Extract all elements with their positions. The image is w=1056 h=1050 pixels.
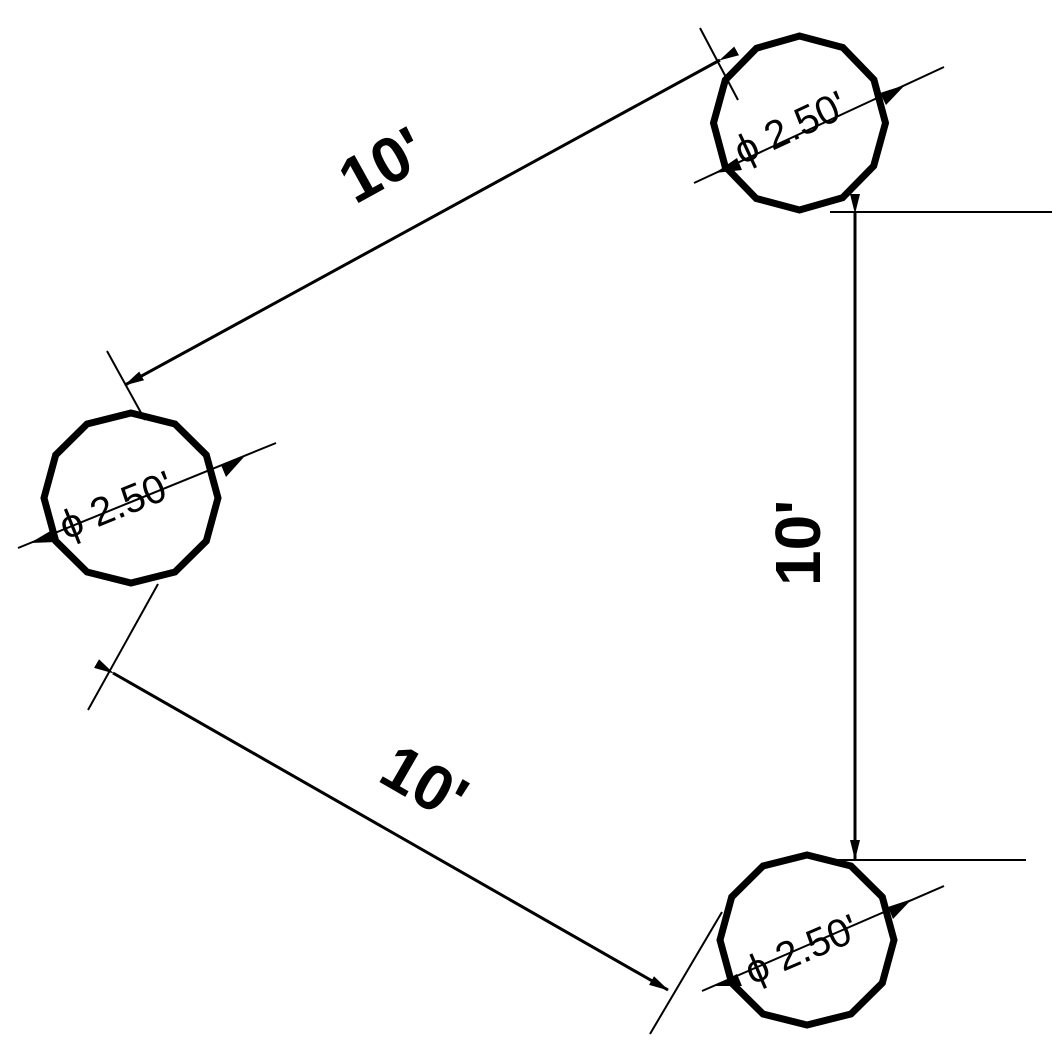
hole-leader-arrow [880,85,905,105]
extension-line [699,27,739,101]
dimension-right: 10' [762,194,1052,861]
dimension-line [94,659,669,992]
hole-leader-arrow [221,457,244,477]
hole-leader-line [17,442,277,549]
dimension-label: 10' [762,500,834,586]
hole-circle [40,409,222,587]
dimension-line [124,46,740,387]
hole-top-right: ϕ 2.50' [693,32,945,214]
dimension-label: 10' [369,730,480,836]
hole-leader-arrow [888,899,912,919]
hole-circle [716,851,898,1029]
dimension-top: 10' [106,27,740,421]
hole-bottom-right: ϕ 2.50' [701,851,945,1029]
hole-leader-arrow [30,530,57,543]
dimension-bottom: 10' [87,583,723,1035]
extension-line [649,911,723,1035]
hole-left: ϕ 2.50' [17,409,277,587]
dimension-label: 10' [327,112,437,217]
hole-leader-arrow [714,974,742,986]
